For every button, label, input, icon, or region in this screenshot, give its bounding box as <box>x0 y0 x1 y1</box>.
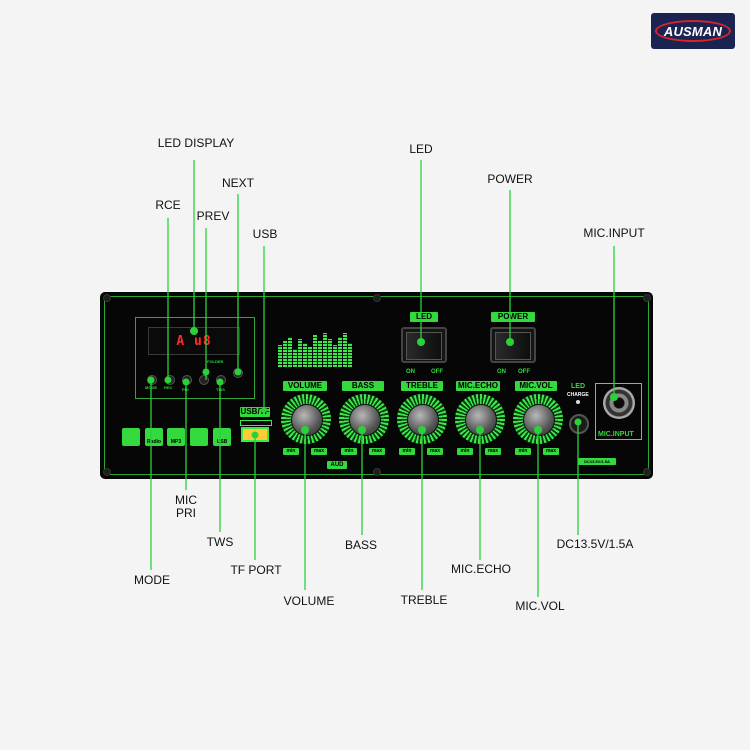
mic-vol-min: min <box>515 448 531 455</box>
dc-rating-label: DC13.5V/1.5A <box>578 458 616 465</box>
mic-echo-max: max <box>485 448 501 455</box>
mic-echo-label: MIC.ECHO <box>456 381 500 391</box>
display-module <box>135 317 255 399</box>
screw-icon <box>643 468 651 476</box>
callout-prev: PREV <box>196 209 230 223</box>
treble-knob[interactable] <box>397 394 447 444</box>
mic-input-label: MIC.INPUT <box>598 431 634 438</box>
prev-button[interactable] <box>199 375 209 385</box>
screw-icon <box>373 294 381 302</box>
led-charge-title: LED <box>571 383 585 390</box>
bass-label: BASS <box>342 381 384 391</box>
usb-mode-icon: USB <box>213 428 231 446</box>
bluetooth-wifi-icon <box>122 428 140 446</box>
screw-icon <box>103 468 111 476</box>
rec-label: REC <box>164 385 173 390</box>
volume-label: VOLUME <box>283 381 327 391</box>
callout-led: LED <box>409 142 433 156</box>
mic-input-jack[interactable] <box>603 387 635 419</box>
callout-tws: TWS <box>206 535 234 549</box>
callout-mode: MODE <box>134 573 170 587</box>
mp3-label: MP3 <box>170 439 182 445</box>
led-switch[interactable] <box>401 327 447 363</box>
bass-min: min <box>341 448 357 455</box>
radio-icon: Radio <box>145 428 163 446</box>
mic-vol-max: max <box>543 448 559 455</box>
card-icon <box>190 428 208 446</box>
callout-bass: BASS <box>344 538 378 552</box>
mic-echo-min: min <box>457 448 473 455</box>
power-switch[interactable] <box>490 327 536 363</box>
logo-text: AUSMAN <box>663 23 723 39</box>
callout-volume: VOLUME <box>283 594 335 608</box>
power-switch-label: POWER <box>491 312 535 322</box>
led-switch-label: LED <box>410 312 438 322</box>
folder-label: FOLDER <box>207 359 224 364</box>
pri-label: PRI <box>182 387 189 392</box>
screw-icon <box>643 294 651 302</box>
treble-max: max <box>427 448 443 455</box>
logo-oval: AUSMAN <box>655 20 731 42</box>
screw-icon <box>103 294 111 302</box>
brand-logo: AUSMAN <box>651 13 735 49</box>
callout-tf-port: TF PORT <box>230 563 282 577</box>
callout-dc: DC13.5V/1.5A <box>556 537 634 551</box>
volume-knob[interactable] <box>281 394 331 444</box>
callout-usb: USB <box>252 227 278 241</box>
mic-vol-label: MIC.VOL <box>515 381 557 391</box>
screw-icon <box>373 468 381 476</box>
equalizer-graphic <box>278 331 352 367</box>
radio-label: Radio <box>147 439 161 445</box>
volume-min: min <box>283 448 299 455</box>
callout-mic-input: MIC.INPUT <box>583 226 645 240</box>
led-charge-subtitle: CHARGE <box>567 392 589 398</box>
mp3-icon: MP3 <box>167 428 185 446</box>
bass-max: max <box>369 448 385 455</box>
power-off-label: OFF <box>518 369 530 375</box>
mic-input-frame <box>595 383 642 440</box>
treble-min: min <box>399 448 415 455</box>
charge-led-indicator <box>576 400 580 404</box>
callout-treble: TREBLE <box>400 593 448 607</box>
power-on-label: ON <box>497 369 506 375</box>
tf-port[interactable] <box>240 420 272 426</box>
treble-label: TREBLE <box>401 381 443 391</box>
callout-mic-vol: MIC.VOL <box>515 599 565 613</box>
callout-power: POWER <box>487 172 533 186</box>
usb-mode-label: USB <box>216 439 228 445</box>
callout-rce: RCE <box>155 198 181 212</box>
callout-next: NEXT <box>221 176 255 190</box>
led-on-label: ON <box>406 369 415 375</box>
led-off-label: OFF <box>431 369 443 375</box>
aud-label: AUD <box>327 461 347 469</box>
lcd-readout: A u8 <box>176 333 212 349</box>
callout-led-display: LED DISPLAY <box>157 136 235 150</box>
volume-max: max <box>311 448 327 455</box>
callout-mic-echo: MIC.ECHO <box>451 562 511 576</box>
callout-mic-pri: MIC PRI <box>175 493 197 520</box>
usb-tf-label: USB/TF <box>240 407 270 417</box>
